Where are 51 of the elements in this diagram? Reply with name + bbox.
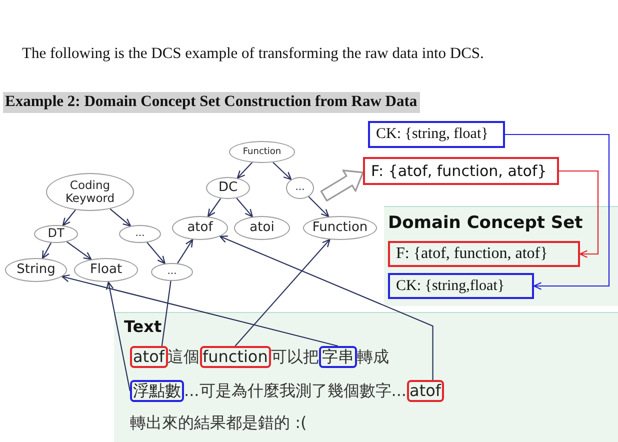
highlighted-term: 字串 xyxy=(318,346,357,368)
concept-node: ... xyxy=(286,177,314,199)
sentence-text: 這個 xyxy=(168,347,200,367)
concept-node: DC xyxy=(206,177,250,199)
intro-sentence: The following is the DCS example of transforming the raw data into DCS. xyxy=(22,45,484,63)
arrow xyxy=(110,208,132,227)
concept-node: ... xyxy=(119,225,161,243)
sentence-text: 轉出來的結果都是錯的 :( xyxy=(130,413,307,433)
arrow xyxy=(62,210,76,226)
panel-heading: Text xyxy=(124,317,162,336)
connector-line xyxy=(161,280,172,346)
text-panel xyxy=(114,312,618,442)
concept-set-box: CK: {string, float} xyxy=(368,121,505,148)
highlighted-term: function xyxy=(200,346,271,368)
concept-node: Coding Keyword xyxy=(46,173,134,211)
arrow xyxy=(66,241,92,260)
concept-set-box: CK: {string,float} xyxy=(388,273,534,299)
concept-set-box: F: {atof, function, atof} xyxy=(363,157,559,185)
concept-set-box: F: {atof, function, atof} xyxy=(388,241,580,267)
sentence-text: 可以把 xyxy=(270,347,319,367)
concept-node: atoi xyxy=(234,216,290,240)
highlighted-term: atof xyxy=(130,346,168,368)
highlighted-term: 浮點數 xyxy=(130,380,184,402)
concept-node: Function xyxy=(229,141,295,163)
arrow xyxy=(61,274,338,347)
concept-set-panel xyxy=(384,206,618,306)
concept-node: atof xyxy=(172,216,228,240)
concept-node: Float xyxy=(74,258,138,282)
arrow xyxy=(106,281,131,392)
sentence-text: 轉成 xyxy=(356,347,389,367)
concept-node: String xyxy=(5,258,67,282)
arrow xyxy=(308,196,330,218)
arrow xyxy=(219,236,434,380)
arrow xyxy=(177,239,194,264)
block-arrow xyxy=(320,170,364,202)
arrow xyxy=(505,134,610,290)
arrow xyxy=(146,242,166,264)
arrow xyxy=(42,242,52,259)
concept-node: DT xyxy=(34,225,78,243)
panel-heading: Domain Concept Set xyxy=(388,213,583,233)
sentence-text: ...可是為什麼我測了幾個數字... xyxy=(184,381,407,401)
arrow xyxy=(559,170,599,258)
arrow xyxy=(236,198,253,218)
highlighted-term: atof xyxy=(406,380,444,402)
concept-node: Function xyxy=(303,216,377,240)
arrow xyxy=(236,162,252,179)
arrow xyxy=(234,238,330,346)
section-heading: Example 2: Domain Concept Set Construction from Raw Data xyxy=(3,92,420,113)
concept-node: ... xyxy=(151,263,193,281)
arrow xyxy=(207,198,222,218)
arrow xyxy=(272,162,292,180)
